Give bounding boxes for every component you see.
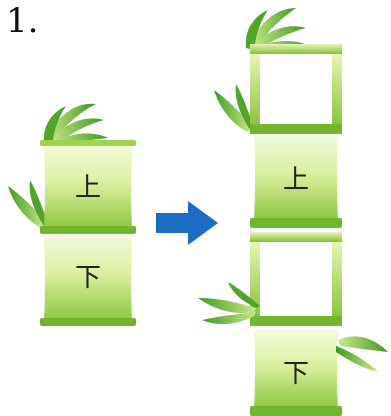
right-empty-frame-top — [250, 44, 342, 134]
left-segment-top — [40, 140, 136, 234]
right-side-leaves-lower — [198, 282, 260, 325]
left-top-leaves — [43, 103, 108, 146]
left-segment-bottom — [40, 236, 136, 326]
right-side-leaves-upper — [214, 84, 254, 132]
left-char-shang: 上 — [74, 173, 102, 203]
right-segment-shang — [250, 136, 342, 228]
right-char-shang: 上 — [282, 165, 310, 195]
right-arrow-icon — [156, 201, 218, 245]
right-side-leaves-right — [336, 336, 388, 372]
problem-number: 1. — [6, 1, 39, 41]
right-empty-frame-bottom — [250, 232, 342, 326]
left-side-leaves — [8, 180, 48, 228]
right-char-xia: 下 — [282, 359, 310, 389]
right-segment-xia — [250, 330, 342, 416]
left-char-xia: 下 — [74, 263, 102, 293]
